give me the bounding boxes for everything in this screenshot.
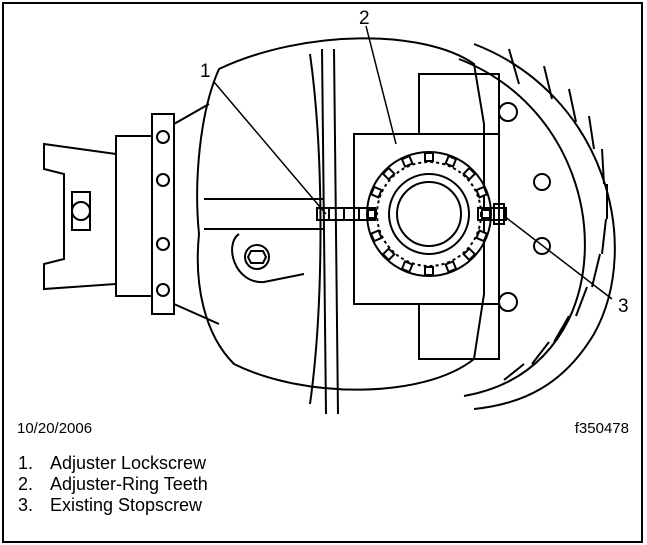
callout-3: 3 [618,296,629,317]
adjuster-tooth [444,260,458,274]
figure-date: 10/20/2006 [17,420,93,437]
leader-lines [213,25,613,300]
lockscrew [316,207,376,221]
differential-illustration: 1 2 3 [43,8,629,414]
adjuster-tooth [475,229,489,243]
adjuster-tooth [369,185,383,199]
legend-item: 1. Adjuster Lockscrew [18,453,208,474]
legend-item: 2. Adjuster-Ring Teeth [18,474,208,495]
figure-id: f350478 [574,420,629,437]
ring-gear [458,43,616,410]
adjuster-tooth [481,209,491,219]
adjuster-tooth [369,229,383,243]
legend-label: Existing Stopscrew [50,495,203,515]
adjuster-tooth [381,166,396,181]
bearing-cap [353,73,518,360]
yoke-flange [43,103,324,325]
legend-label: Adjuster Lockscrew [50,453,207,473]
adjuster-tooth [424,152,434,162]
adjuster-ring [366,151,492,277]
adjuster-tooth [475,185,489,199]
adjuster-tooth [424,266,434,276]
legend-item: 3. Existing Stopscrew [18,495,208,516]
adjuster-tooth [462,247,477,262]
stopscrew [477,203,507,225]
legend-number: 3. [18,495,34,515]
legend-label: Adjuster-Ring Teeth [50,474,208,494]
callout-1: 1 [200,61,211,82]
carrier-housing [196,37,485,391]
adjuster-tooth [381,247,396,262]
legend-number: 1. [18,453,34,473]
adjuster-tooth [400,154,414,168]
adjuster-tooth [462,166,477,181]
housing-split [309,48,339,414]
adjuster-tooth [400,260,414,274]
adjuster-tooth [444,154,458,168]
legend-list: 1. Adjuster Lockscrew 2. Adjuster-Ring T… [18,453,208,516]
callout-2: 2 [359,8,370,29]
legend-number: 2. [18,474,34,494]
